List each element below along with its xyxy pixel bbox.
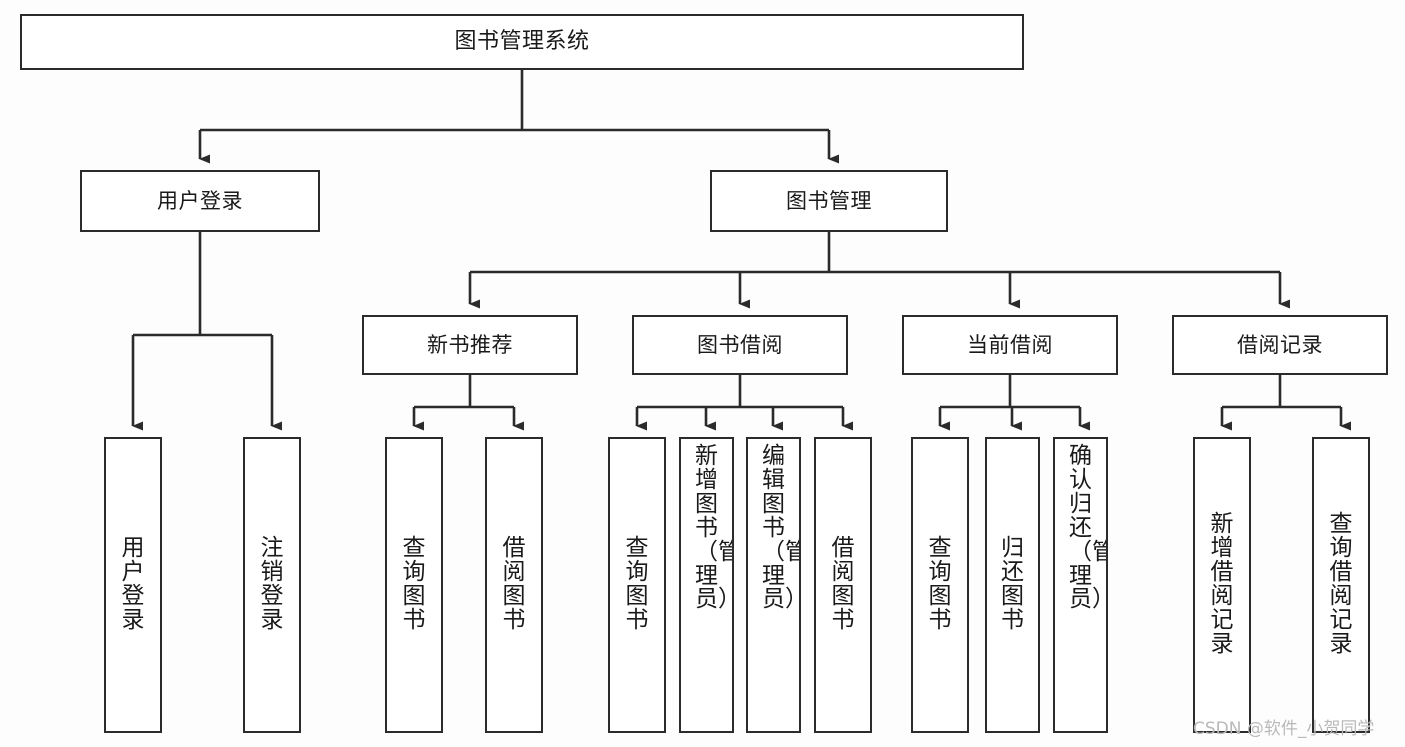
node-label-leaf-cur-return: 归还图书 [1001,535,1024,633]
node-label-root: 图书管理系统 [454,29,590,55]
node-label-book-borrow: 图书借阅 [697,332,783,357]
node-label-leaf-cur-query: 查询图书 [928,535,952,633]
node-leaf-brw-borrow[interactable]: 借阅图书 [814,437,872,733]
node-label-leaf-rec-query2: 查询借阅记录 [1329,511,1353,657]
node-label-borrow-record: 借阅记录 [1237,332,1323,357]
node-label-leaf-brw-add: 新增图书（管理员） [695,443,732,613]
node-label-leaf-user-login: 用户登录 [121,535,145,633]
node-book-borrow[interactable]: 图书借阅 [632,315,848,375]
node-label-book-manage: 图书管理 [786,188,872,213]
node-label-user-login: 用户登录 [157,188,243,213]
node-book-manage[interactable]: 图书管理 [710,170,948,232]
node-leaf-rec-borrow[interactable]: 借阅图书 [485,437,543,733]
node-label-new-book-rec: 新书推荐 [427,332,513,357]
node-borrow-record[interactable]: 借阅记录 [1172,315,1388,375]
node-root[interactable]: 图书管理系统 [20,14,1024,70]
node-leaf-user-login[interactable]: 用户登录 [104,437,162,733]
node-label-current-borrow: 当前借阅 [967,332,1053,357]
node-leaf-brw-edit[interactable]: 编辑图书（管理员） [746,437,801,733]
node-label-leaf-brw-edit: 编辑图书（管理员） [762,443,799,613]
node-leaf-brw-query[interactable]: 查询图书 [608,437,666,733]
node-leaf-rec-query2[interactable]: 查询借阅记录 [1312,437,1370,733]
node-label-leaf-rec-add: 新增借阅记录 [1210,511,1234,657]
node-new-book-rec[interactable]: 新书推荐 [362,315,578,375]
node-label-leaf-brw-borrow: 借阅图书 [831,535,855,633]
node-label-leaf-user-logout: 注销登录 [260,535,284,633]
node-leaf-brw-add[interactable]: 新增图书（管理员） [679,437,734,733]
node-leaf-rec-add[interactable]: 新增借阅记录 [1193,437,1251,733]
node-leaf-cur-confirm[interactable]: 确认归还（管理员） [1053,437,1108,733]
node-label-leaf-brw-query: 查询图书 [625,535,649,633]
node-user-login[interactable]: 用户登录 [80,170,320,232]
node-leaf-rec-query[interactable]: 查询图书 [385,437,443,733]
node-label-leaf-cur-confirm: 确认归还（管理员） [1069,443,1106,613]
node-leaf-user-logout[interactable]: 注销登录 [243,437,301,733]
node-label-leaf-rec-query: 查询图书 [402,535,426,633]
node-leaf-cur-return[interactable]: 归还图书 [985,437,1040,733]
node-label-leaf-rec-borrow: 借阅图书 [502,535,526,633]
node-leaf-cur-query[interactable]: 查询图书 [911,437,969,733]
node-current-borrow[interactable]: 当前借阅 [902,315,1118,375]
